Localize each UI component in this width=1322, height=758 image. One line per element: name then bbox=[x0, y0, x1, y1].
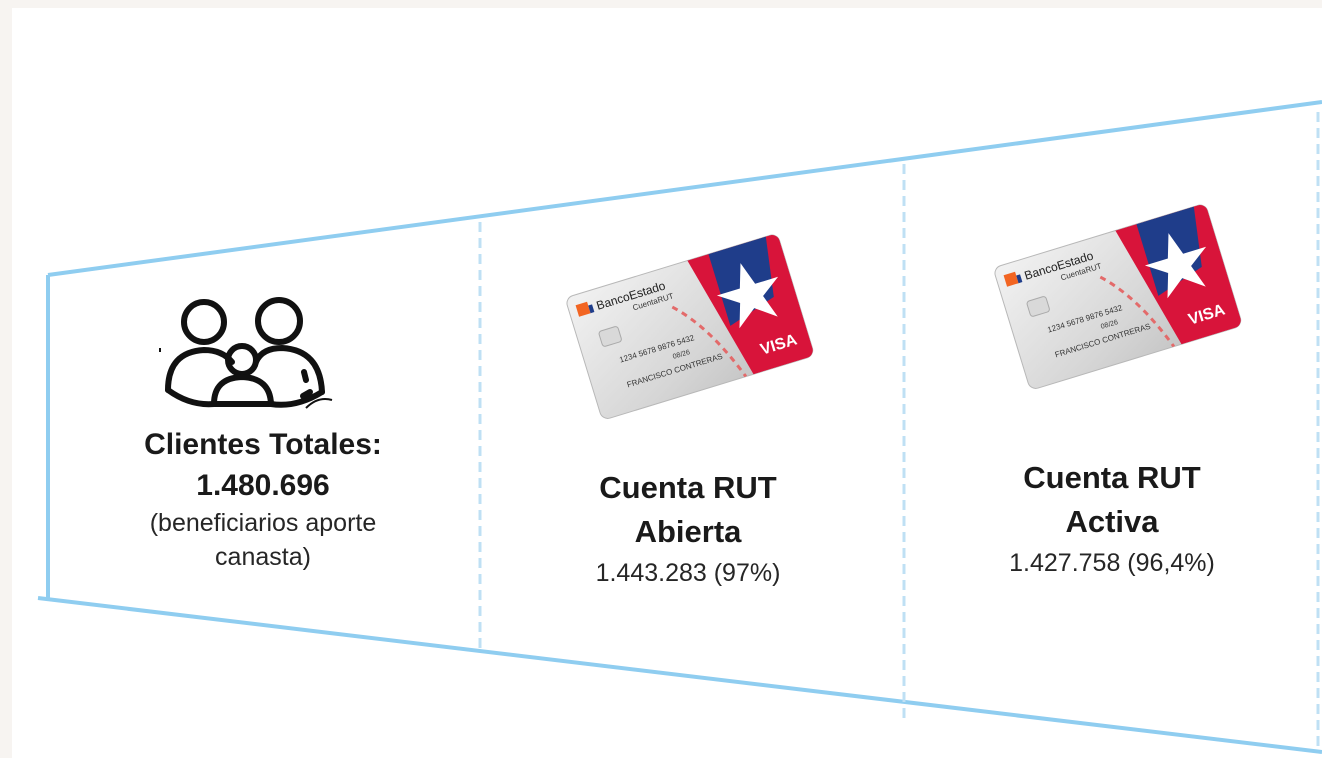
stage-value: 1.480.696 bbox=[196, 469, 330, 502]
group-of-people-icon bbox=[165, 297, 325, 408]
stage-cuenta-rut-abierta: Cuenta RUT Abierta 1.443.283 (97%) bbox=[518, 466, 858, 590]
cuenta-rut-card-image: BancoEstado CuentaRUT 1234 5678 9876 543… bbox=[565, 233, 815, 420]
funnel-top-edge bbox=[47, 100, 1322, 277]
cuenta-rut-card-image: BancoEstado CuentaRUT 1234 5678 9876 543… bbox=[993, 203, 1243, 390]
card-expiry-text: 08/26 bbox=[1100, 319, 1119, 331]
stage-title: Clientes Totales: bbox=[144, 428, 382, 461]
stage-total-clients: Clientes Totales: 1.480.696 (beneficiari… bbox=[88, 424, 438, 574]
stage-value: 1.427.758 (96,4%) bbox=[1009, 549, 1215, 577]
stage-cuenta-rut-activa: Cuenta RUT Activa 1.427.758 (96,4%) bbox=[932, 456, 1292, 580]
card-expiry-text: 08/26 bbox=[672, 349, 691, 361]
stage-title-line1: Cuenta RUT bbox=[599, 470, 777, 505]
funnel-bottom-edge bbox=[37, 596, 1322, 754]
stage-title-line1: Cuenta RUT bbox=[1023, 460, 1201, 495]
icon-fragment bbox=[305, 398, 333, 409]
stage-value: 1.443.283 (97%) bbox=[595, 559, 781, 587]
stage-note-line2: canasta) bbox=[215, 543, 311, 571]
stage-note-line1: (beneficiarios aporte bbox=[149, 509, 377, 537]
stage-title-line2: Abierta bbox=[634, 514, 742, 549]
stage-title-line2: Activa bbox=[1065, 504, 1159, 539]
